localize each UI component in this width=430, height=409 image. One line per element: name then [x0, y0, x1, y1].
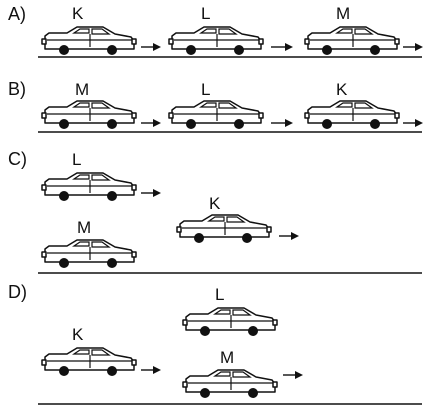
option-a-car-3-label: M	[336, 4, 350, 23]
option-a: A) K L M	[8, 4, 423, 58]
option-b-car-2	[168, 100, 264, 130]
option-d-car-m-label: M	[220, 348, 234, 367]
option-b-arrow-2-head	[285, 119, 293, 127]
option-b-arrow-1-head	[153, 119, 161, 127]
option-c: C) L M K	[8, 149, 422, 274]
option-a-arrow-2-head	[285, 43, 293, 51]
option-d-car-l	[182, 307, 278, 337]
option-d-car-l-label: L	[215, 285, 224, 304]
option-d-arrow-k-head	[153, 366, 161, 374]
option-a-arrow-3-head	[415, 43, 423, 51]
option-b-car-3	[304, 100, 400, 130]
option-c-arrow-l-head	[153, 189, 161, 197]
option-b-car-3-label: K	[336, 80, 348, 99]
option-d-car-k	[41, 347, 137, 377]
option-d: D) K L M	[8, 282, 422, 405]
option-c-car-l-label: L	[72, 150, 81, 169]
option-c-label: C)	[8, 149, 27, 169]
option-a-car-2-label: L	[201, 4, 210, 23]
option-b-arrow-3-head	[415, 119, 423, 127]
option-c-arrow-k-head	[291, 232, 299, 240]
option-b-car-1	[41, 100, 137, 130]
option-a-car-2	[168, 26, 264, 56]
option-c-car-m	[41, 239, 137, 269]
option-c-car-k	[176, 214, 272, 244]
option-c-car-l	[41, 172, 137, 202]
option-a-car-1	[41, 26, 137, 56]
option-c-car-k-label: K	[209, 194, 221, 213]
option-d-car-k-label: K	[72, 325, 84, 344]
option-d-car-m	[182, 369, 278, 399]
option-b-car-2-label: L	[201, 80, 210, 99]
option-b-car-1-label: M	[75, 80, 89, 99]
option-a-car-3	[304, 26, 400, 56]
option-a-car-1-label: K	[72, 4, 84, 23]
option-a-arrow-1-head	[153, 43, 161, 51]
option-b-label: B)	[8, 79, 26, 99]
option-c-car-m-label: M	[77, 218, 91, 237]
option-a-label: A)	[8, 4, 26, 24]
option-d-arrow-m-head	[295, 371, 303, 379]
option-d-label: D)	[8, 282, 27, 302]
option-b: B) M L K	[8, 79, 423, 133]
